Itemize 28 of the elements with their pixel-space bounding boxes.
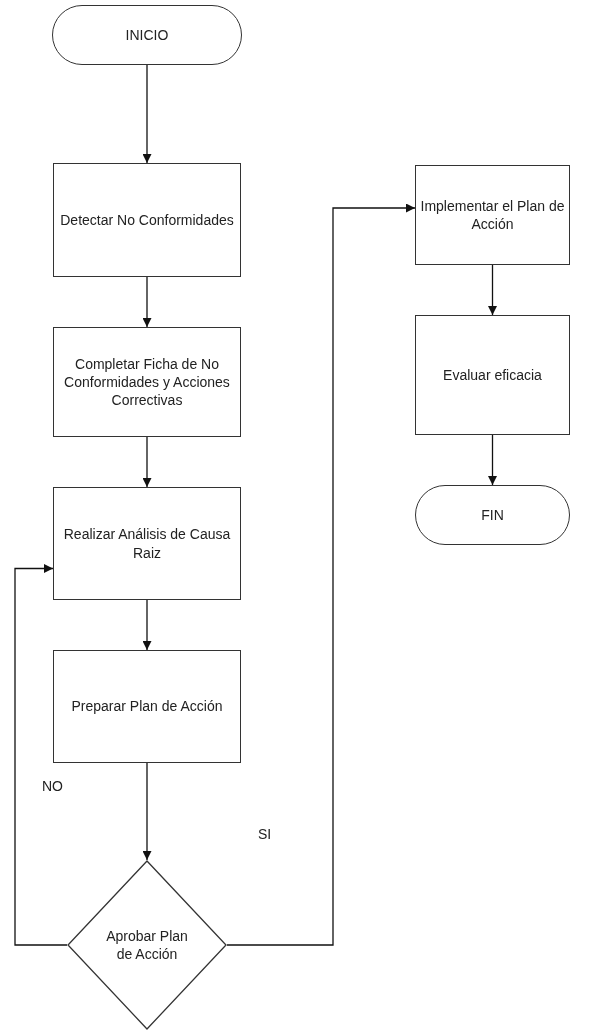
arrow xyxy=(14,564,68,946)
node-label: FIN xyxy=(481,505,504,525)
arrow xyxy=(226,203,416,946)
arrow xyxy=(142,436,152,488)
arrow xyxy=(142,762,152,861)
decision-diamond xyxy=(67,860,227,1030)
process-box xyxy=(415,315,570,435)
arrow xyxy=(142,64,152,164)
process-box xyxy=(53,327,241,437)
process-box xyxy=(415,165,570,265)
arrow xyxy=(142,276,152,328)
edge-label: NO xyxy=(40,778,65,794)
node-label: Evaluar eficacia xyxy=(443,365,542,385)
process-box xyxy=(53,163,241,277)
arrow xyxy=(488,264,497,316)
process-box xyxy=(53,487,241,600)
node-label: Realizar Análisis de Causa Raiz xyxy=(62,525,232,562)
arrow xyxy=(142,599,152,651)
node-label: Aprobar Plan de Acción xyxy=(105,926,189,964)
arrow xyxy=(488,434,497,486)
node-label: INICIO xyxy=(125,25,169,45)
process-box xyxy=(53,650,241,763)
node-label: Implementar el Plan de Acción xyxy=(420,196,565,234)
terminal-shape xyxy=(52,5,242,65)
terminal-shape xyxy=(415,485,570,545)
node-label: Completar Ficha de No Conformidades y Acciones Correctivas xyxy=(63,354,231,410)
node-label: Detectar No Conformidades xyxy=(60,210,234,230)
node-label: Preparar Plan de Acción xyxy=(71,697,223,716)
